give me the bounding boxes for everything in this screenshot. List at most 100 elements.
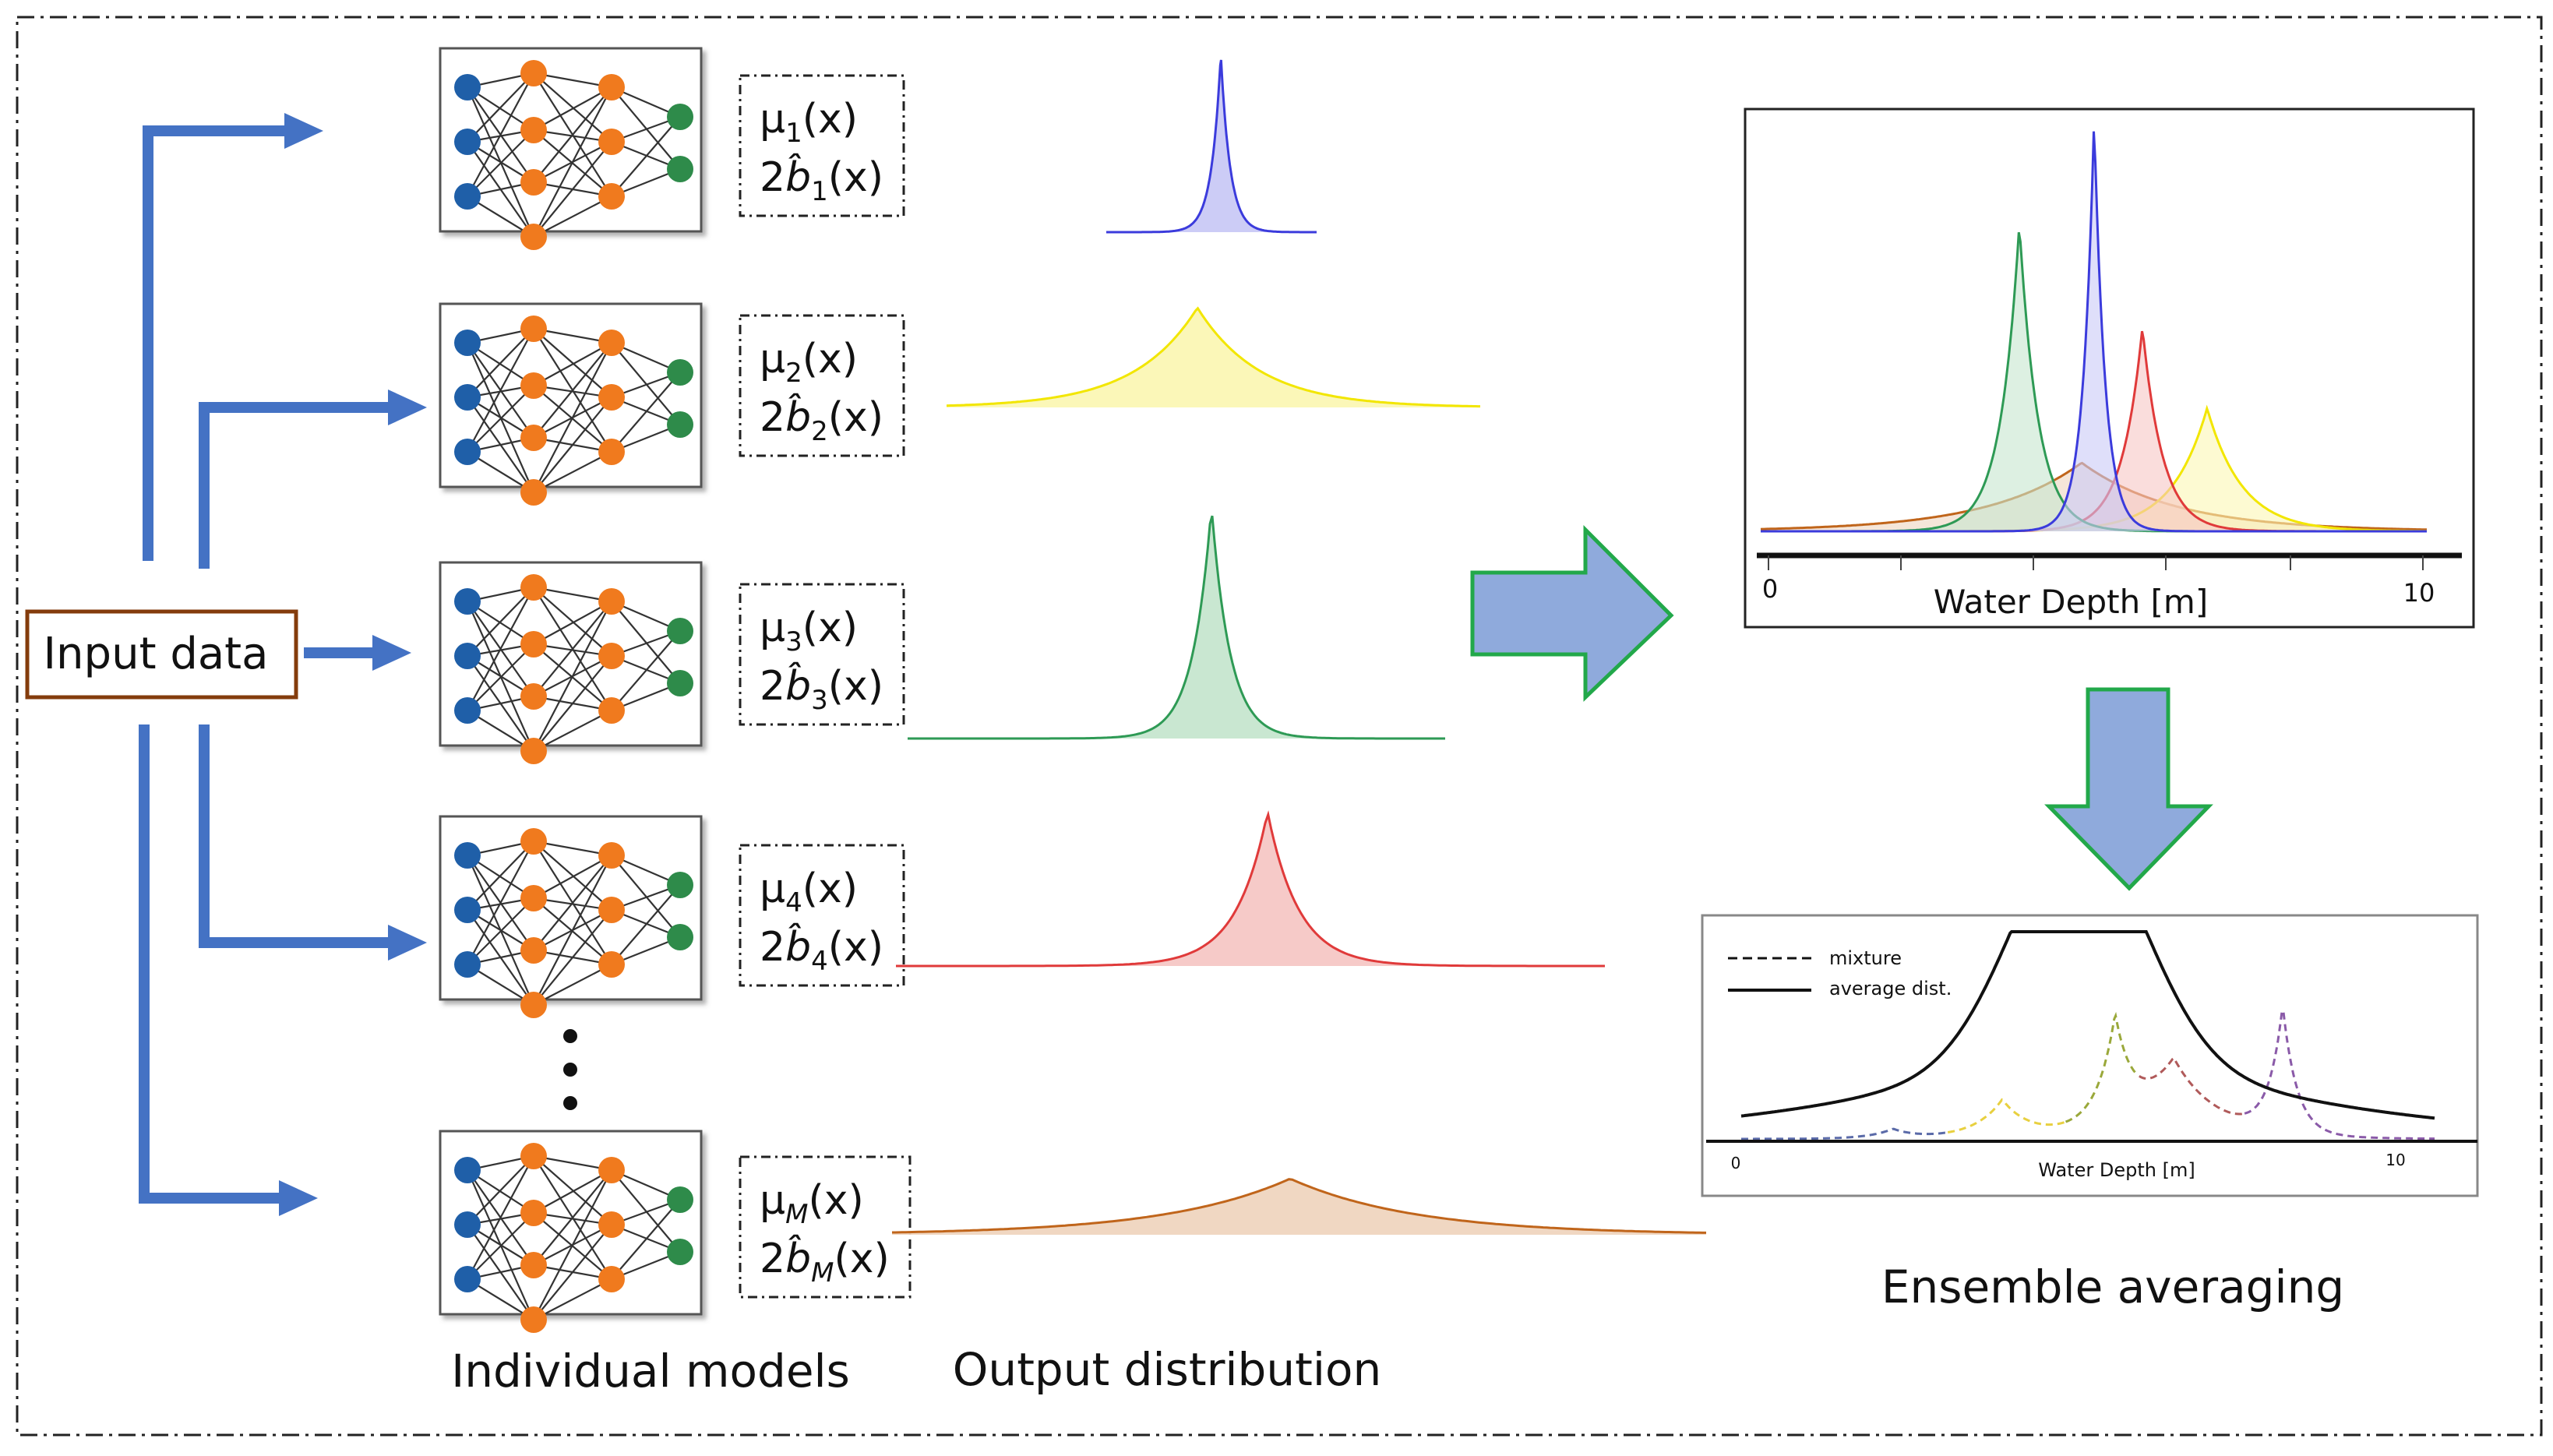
b-prefix: 2 xyxy=(760,663,785,710)
svg-text:μ4(x): μ4(x) xyxy=(760,865,858,918)
ensemble-plot-legend: mixture average dist. xyxy=(1728,947,1952,999)
mixture-curve-segment-3 xyxy=(2065,1011,2139,1123)
ellipsis-dots xyxy=(563,1029,577,1110)
ensemble-plot-xlabel: Water Depth [m] xyxy=(2038,1159,2195,1181)
mu-subscript: 4 xyxy=(785,887,802,918)
output-distribution-2-fill xyxy=(947,308,1480,407)
b-subscript: 4 xyxy=(811,946,828,977)
average-distribution-curve xyxy=(1740,930,2435,1120)
svg-text:2b̂1(x): 2b̂1(x) xyxy=(760,153,883,207)
mu-subscript: M xyxy=(785,1199,808,1230)
combined-plot: 0 10 Water Depth [m] xyxy=(1744,108,2475,629)
input-data-box: Input data xyxy=(25,609,298,700)
output-distribution-4-curve xyxy=(896,810,1605,968)
svg-text:μ2(x): μ2(x) xyxy=(760,336,858,389)
mu-arg: (x) xyxy=(802,336,858,383)
routing-arrowheads xyxy=(279,113,427,1216)
mu-symbol: μ xyxy=(760,605,785,651)
mu-arg: (x) xyxy=(808,1177,863,1224)
svg-text:μ1(x): μ1(x) xyxy=(760,96,858,149)
mu-arg: (x) xyxy=(802,605,858,651)
svg-text:2b̂M(x): 2b̂M(x) xyxy=(760,1235,890,1289)
mu-arg: (x) xyxy=(802,865,858,912)
b-subscript: M xyxy=(811,1257,834,1289)
arrow-to-model-2 xyxy=(199,402,393,569)
mu-arg: (x) xyxy=(802,96,858,143)
outer-frame xyxy=(16,16,2543,1437)
model-4 xyxy=(439,815,703,1020)
b-symbol: b̂ xyxy=(785,1235,811,1282)
model-3 xyxy=(439,561,703,766)
caption-output-distribution: Output distribution xyxy=(953,1343,1381,1396)
combined-distribution-1-fill xyxy=(1761,131,2427,531)
param-box-1: μ1(x) 2b̂1(x) xyxy=(739,74,905,217)
combined-plot-curves xyxy=(1760,131,2427,533)
mixture-curve-segment-2 xyxy=(1947,1098,2065,1133)
output-distributions xyxy=(892,59,1706,1235)
output-distribution-1-fill xyxy=(1106,60,1317,232)
param-box-m: μM(x) 2b̂M(x) xyxy=(739,1155,912,1299)
b-prefix: 2 xyxy=(760,394,785,441)
mu-subscript: 3 xyxy=(785,626,802,657)
mu-symbol: μ xyxy=(760,96,785,143)
mu-symbol: μ xyxy=(760,336,785,383)
param-box-2: μ2(x) 2b̂2(x) xyxy=(739,314,905,457)
b-prefix: 2 xyxy=(760,1236,785,1282)
b-arg: (x) xyxy=(828,663,883,710)
arrow-to-model-m xyxy=(139,724,284,1204)
svg-text:2b̂3(x): 2b̂3(x) xyxy=(760,662,883,716)
mu-symbol: μ xyxy=(760,1177,785,1224)
svg-text:μM(x): μM(x) xyxy=(760,1177,864,1230)
b-arg: (x) xyxy=(828,924,883,971)
model-2 xyxy=(439,302,703,507)
b-symbol: b̂ xyxy=(785,923,811,971)
b-arg: (x) xyxy=(834,1236,889,1282)
b-prefix: 2 xyxy=(760,924,785,971)
svg-text:2b̂2(x): 2b̂2(x) xyxy=(760,393,883,447)
legend-mixture: mixture xyxy=(1829,947,1902,969)
b-arg: (x) xyxy=(828,394,883,441)
output-distribution-5-curve xyxy=(892,1178,1706,1234)
mixture-curve-segment-5 xyxy=(2244,1007,2435,1140)
input-data-label: Input data xyxy=(44,629,269,679)
combined-plot-tick-10: 10 xyxy=(2403,578,2435,608)
legend-average: average dist. xyxy=(1829,978,1952,999)
ensemble-plot-tick-10: 10 xyxy=(2386,1151,2405,1169)
param-box-4: μ4(x) 2b̂4(x) xyxy=(739,844,905,987)
ensemble-plot: 0 10 Water Depth [m] mixture average dis… xyxy=(1701,914,2479,1197)
b-symbol: b̂ xyxy=(785,662,811,710)
output-distribution-5-fill xyxy=(892,1179,1706,1235)
svg-text:μ3(x): μ3(x) xyxy=(760,605,858,657)
b-symbol: b̂ xyxy=(785,393,811,441)
b-subscript: 2 xyxy=(811,416,828,447)
b-subscript: 3 xyxy=(811,685,828,716)
mu-subscript: 1 xyxy=(785,118,802,149)
routing-arrows xyxy=(139,125,393,1204)
output-distribution-3-curve xyxy=(908,515,1445,740)
big-down-arrow xyxy=(2044,687,2213,891)
model-1 xyxy=(439,47,703,252)
big-right-arrow xyxy=(1470,524,1674,702)
b-subscript: 1 xyxy=(811,176,828,207)
mu-subscript: 2 xyxy=(785,358,802,389)
ensemble-plot-tick-0: 0 xyxy=(1731,1154,1741,1172)
param-box-3: μ3(x) 2b̂3(x) xyxy=(739,583,905,726)
combined-distribution-1-curve xyxy=(1761,131,2427,533)
output-distribution-4-fill xyxy=(896,814,1605,966)
mu-symbol: μ xyxy=(760,865,785,912)
model-m xyxy=(439,1130,703,1334)
output-distribution-2-curve xyxy=(946,306,1480,408)
caption-ensemble-averaging: Ensemble averaging xyxy=(1881,1260,2344,1313)
b-symbol: b̂ xyxy=(785,153,811,201)
caption-individual-models: Individual models xyxy=(451,1345,850,1398)
combined-plot-xlabel: Water Depth [m] xyxy=(1934,583,2208,621)
arrow-to-model-4 xyxy=(199,724,393,948)
combined-plot-tick-0: 0 xyxy=(1762,574,1778,604)
b-prefix: 2 xyxy=(760,154,785,201)
ensemble-plot-curves xyxy=(1740,930,2435,1140)
svg-text:2b̂4(x): 2b̂4(x) xyxy=(760,923,883,977)
b-arg: (x) xyxy=(828,154,883,201)
output-distribution-1-curve xyxy=(1106,59,1317,234)
